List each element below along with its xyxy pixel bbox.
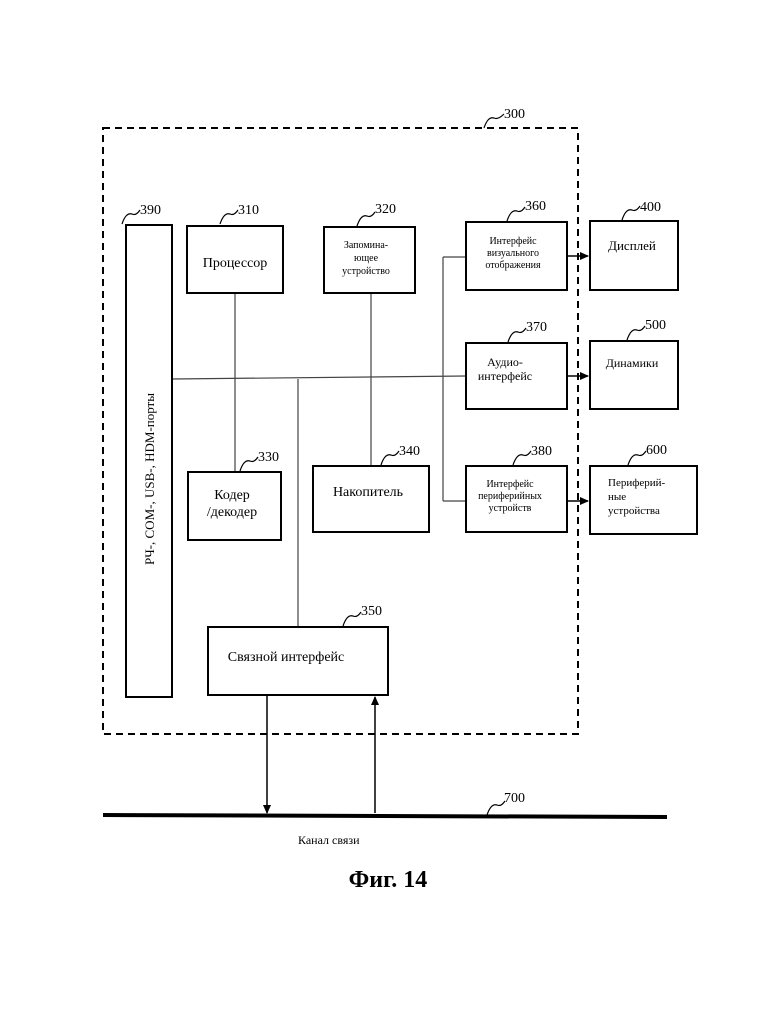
label-line: Связной интерфейс	[228, 650, 345, 665]
ref-leader-500	[627, 326, 645, 340]
processor-label: Процессор	[203, 256, 268, 271]
ref-320: 320	[375, 202, 396, 217]
label-line: Запомина-	[344, 240, 388, 251]
label-line: устройств	[489, 503, 532, 514]
label-line: ные	[608, 491, 626, 503]
label-line: Дисплей	[608, 238, 656, 253]
ref-leader-300	[484, 114, 504, 128]
ref-leader-380	[513, 451, 531, 465]
label-line: Кодер	[214, 488, 250, 503]
ref-700: 700	[504, 791, 525, 806]
ref-leader-350	[343, 612, 361, 626]
label-line: устройство	[342, 266, 390, 277]
ref-leader-310	[220, 210, 238, 224]
ref-330: 330	[258, 450, 279, 465]
label-line: Интерфейс	[486, 479, 534, 490]
ref-310: 310	[238, 203, 259, 218]
label-line: Аудио-	[487, 355, 523, 369]
ref-350: 350	[361, 604, 382, 619]
speakers-label: Динамики	[606, 356, 659, 370]
comm-label: Связной интерфейс	[228, 650, 345, 665]
ref-370: 370	[526, 320, 547, 335]
label-line: интерфейс	[478, 369, 532, 383]
figure-caption: Фиг. 14	[349, 867, 428, 893]
ref-leader-400	[622, 206, 640, 220]
ref-leader-330	[240, 457, 258, 471]
ref-leader-370	[508, 328, 526, 342]
ref-leader-360	[507, 207, 525, 221]
ref-380: 380	[531, 444, 552, 459]
label-line: визуального	[487, 248, 539, 259]
ref-300: 300	[504, 107, 525, 122]
ref-360: 360	[525, 199, 546, 214]
label-line: Периферий-	[608, 477, 665, 489]
label-line: ющее	[354, 253, 379, 264]
ref-390: 390	[140, 203, 161, 218]
label-line: Процессор	[203, 256, 268, 271]
label-line: /декодер	[207, 505, 257, 520]
channel-line	[103, 815, 667, 817]
ports-label: РЧ-, COM-, USB-, HDM-порты	[142, 393, 157, 565]
label-line: периферийных	[478, 491, 542, 502]
ref-leader-320	[357, 212, 375, 226]
label-line: отображения	[485, 260, 541, 271]
ref-340: 340	[399, 444, 420, 459]
label-line: устройства	[608, 505, 660, 517]
ref-leader-390	[122, 210, 140, 224]
display-box	[590, 221, 678, 290]
storage-label: Накопитель	[333, 485, 403, 500]
ref-600: 600	[646, 443, 667, 458]
ref-400: 400	[640, 200, 661, 215]
ref-leader-700	[487, 801, 505, 815]
ref-leader-600	[628, 451, 646, 465]
ref-leader-340	[381, 451, 399, 465]
speakers-box	[590, 341, 678, 409]
internal-bus	[172, 257, 466, 627]
ref-500: 500	[645, 318, 666, 333]
label-line: Накопитель	[333, 485, 403, 500]
channel-label: Канал связи	[298, 833, 360, 847]
video-if-label: Интерфейсвизуальногоотображения	[485, 236, 541, 271]
label-line: Динамики	[606, 356, 659, 370]
label-line: Интерфейс	[489, 236, 537, 247]
display-label: Дисплей	[608, 238, 656, 253]
